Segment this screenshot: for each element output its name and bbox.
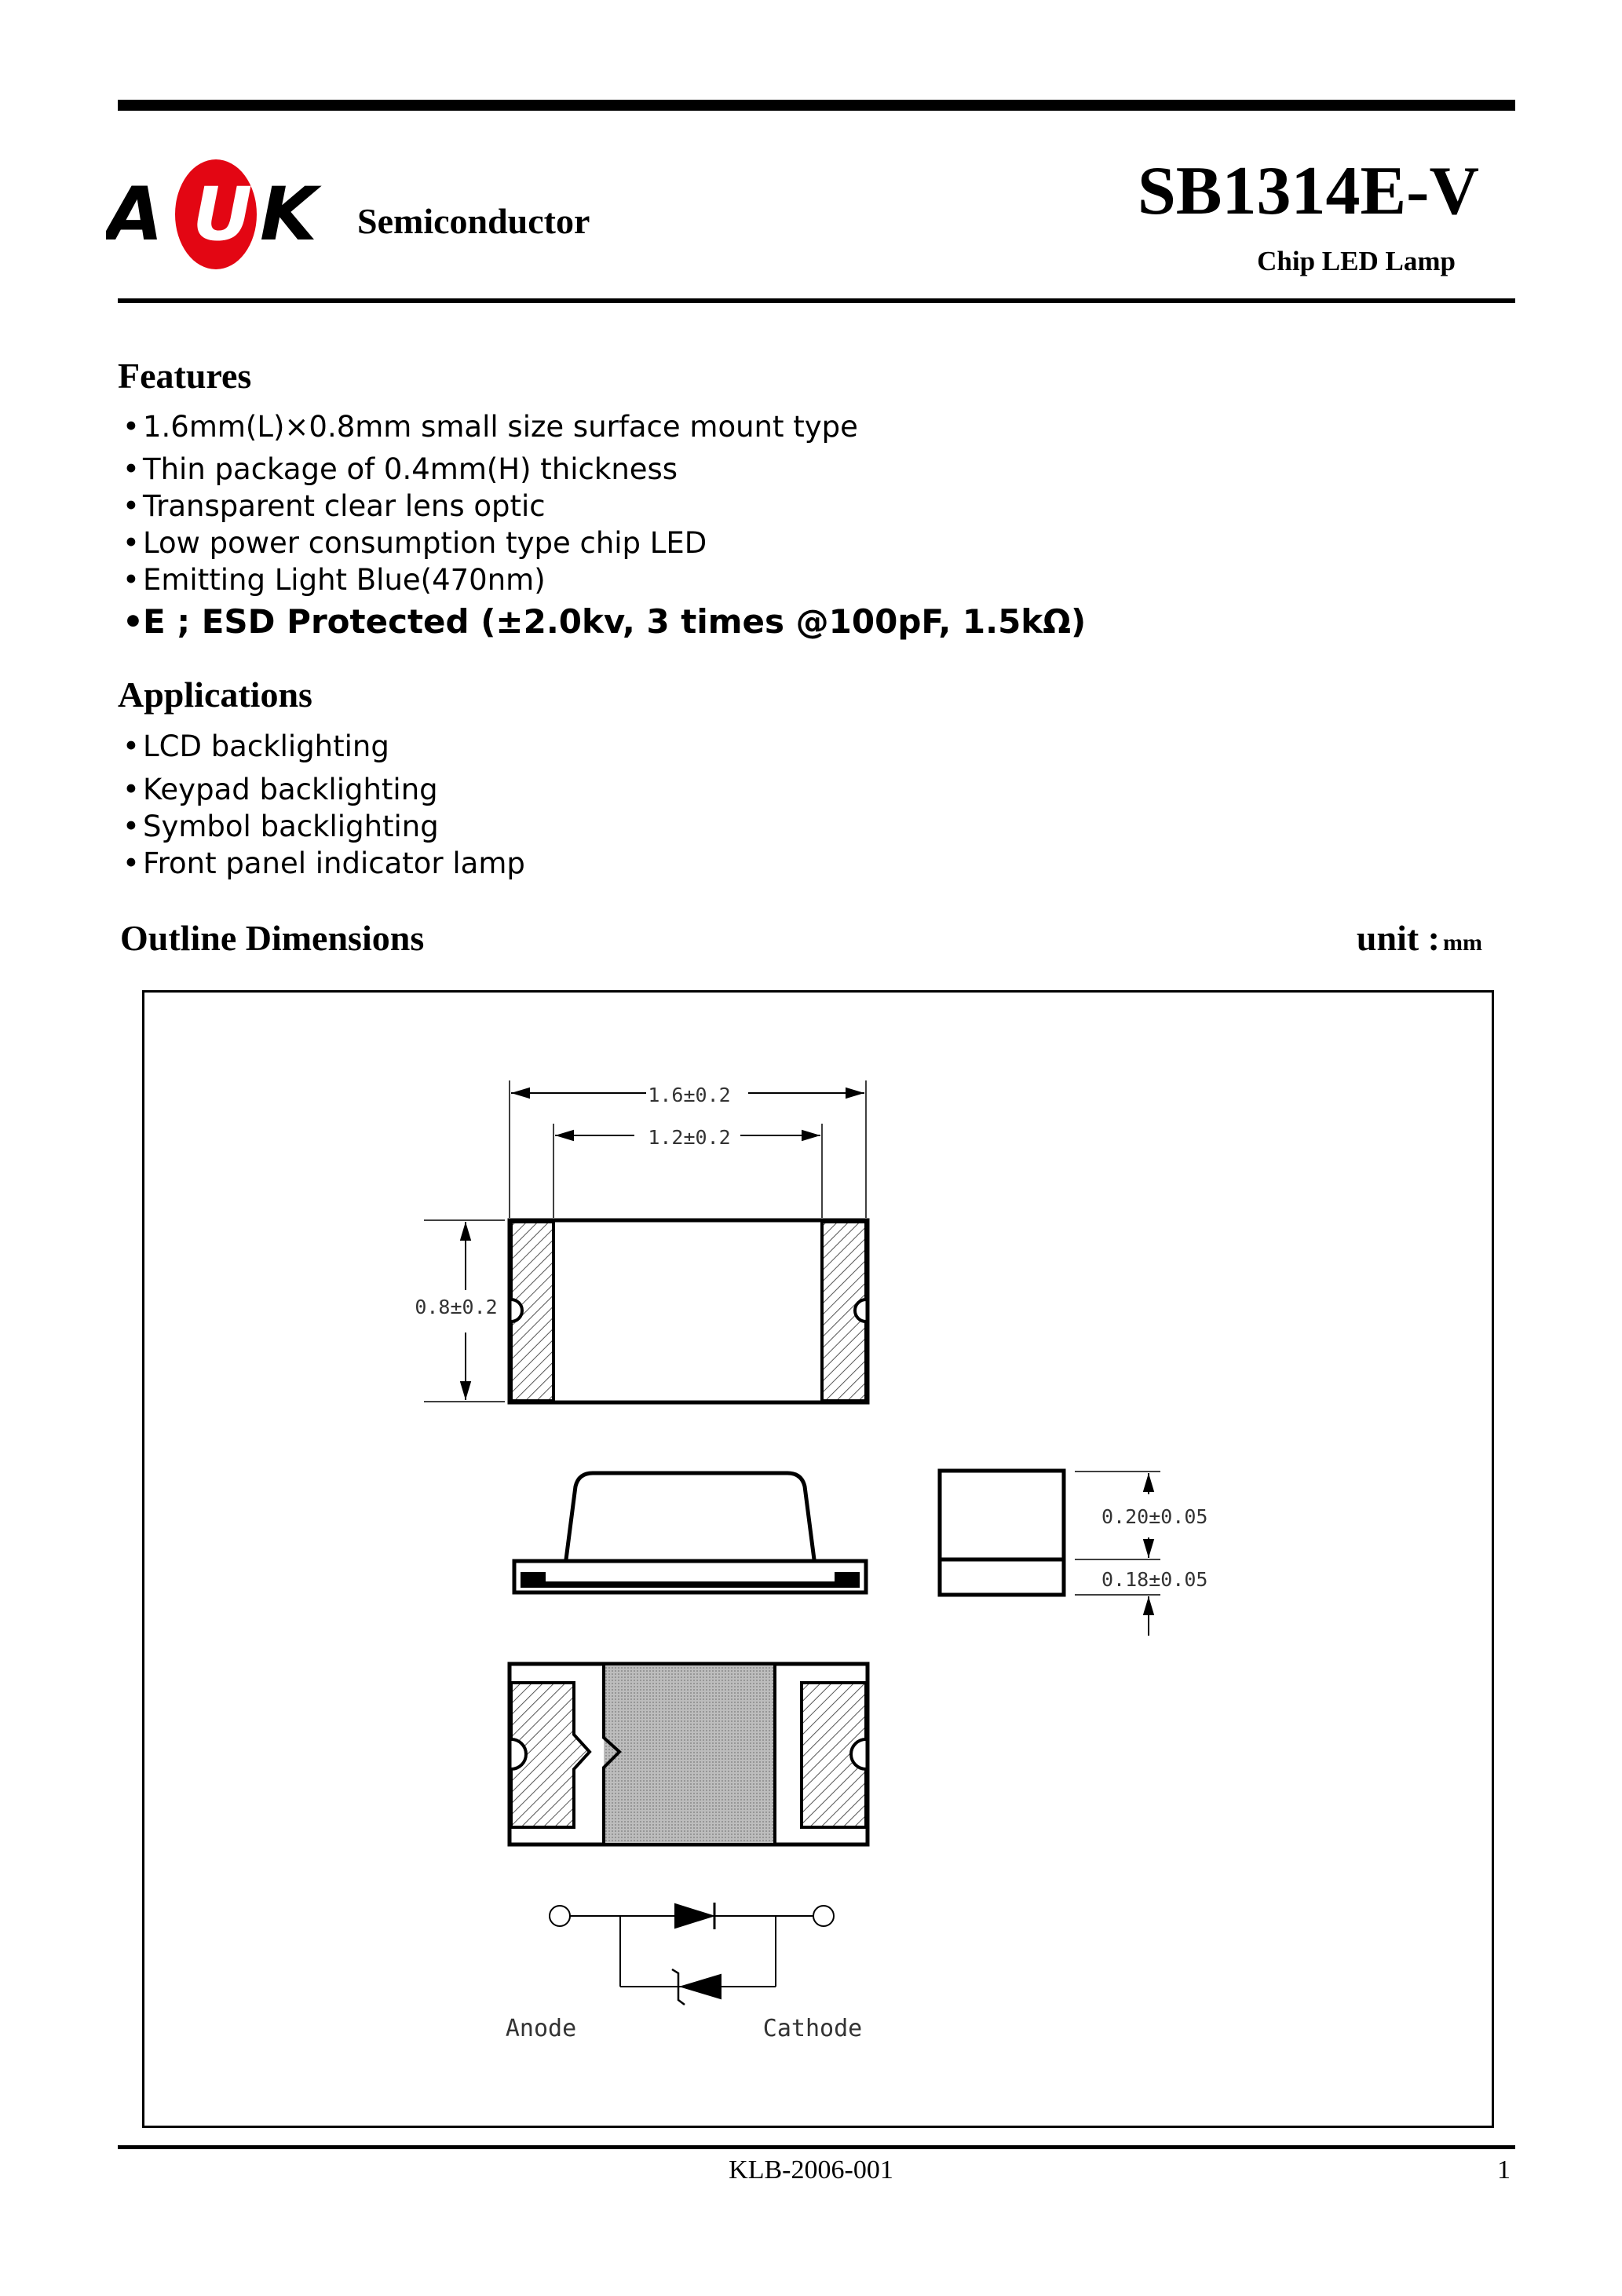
- dim-width: 0.8±0.2: [415, 1296, 497, 1318]
- feature-item: •E ; ESD Protected (±2.0kv, 3 times @100…: [122, 602, 1087, 641]
- application-item: •Front panel indicator lamp: [122, 846, 525, 880]
- application-item: •Keypad backlighting: [122, 773, 438, 806]
- top-view-body: [507, 1218, 870, 1405]
- cathode-label: Cathode: [763, 2015, 862, 2042]
- logo-letter-k: K: [260, 172, 322, 258]
- features-title: Features: [118, 356, 252, 396]
- feature-item: •Transparent clear lens optic: [122, 489, 546, 523]
- application-item: •Symbol backlighting: [122, 810, 439, 843]
- company-name: Semiconductor: [357, 201, 590, 241]
- dim-inner-length: 1.2±0.2: [648, 1126, 730, 1149]
- logo-letter-a: A: [106, 172, 163, 258]
- dim-height-upper: 0.20±0.05: [1101, 1505, 1207, 1528]
- anode-label: Anode: [506, 2015, 576, 2042]
- feature-item: •Low power consumption type chip LED: [122, 526, 707, 560]
- logo-letter-u: U: [192, 172, 252, 258]
- side-view-body: [512, 1471, 868, 1595]
- dim-height-lower: 0.18±0.05: [1101, 1568, 1207, 1591]
- applications-list: •LCD backlighting •Keypad backlighting •…: [118, 727, 525, 882]
- unit-label: unit : mm: [1357, 917, 1482, 959]
- part-number: SB1314E-V: [1137, 153, 1479, 229]
- logo-red-oval: [175, 159, 257, 269]
- feature-item: •1.6mm(L)×0.8mm small size surface mount…: [122, 410, 858, 444]
- top-rule: [118, 100, 1515, 111]
- top-view-dimensions: [424, 1080, 867, 1402]
- outline-diagram: 1.6±0.2 1.2±0.2 0.8±0.2: [415, 1080, 1207, 2042]
- outline-title: Outline Dimensions: [120, 918, 425, 958]
- drawing-frame: 1.6±0.2 1.2±0.2 0.8±0.2: [142, 990, 1494, 2128]
- end-view-body: [937, 1468, 1066, 1597]
- application-item: •LCD backlighting: [122, 729, 389, 763]
- applications-title: Applications: [118, 675, 312, 715]
- auk-logo: A U K: [100, 153, 326, 271]
- logo-graphic: A U K: [100, 159, 322, 269]
- unit-label-text: unit :: [1356, 918, 1441, 958]
- circuit-symbol: [549, 1903, 835, 2005]
- unit-value: mm: [1443, 930, 1482, 956]
- footer-rule: [118, 2145, 1515, 2149]
- header-rule: [118, 298, 1515, 303]
- features-list: •1.6mm(L)×0.8mm small size surface mount…: [118, 408, 1086, 645]
- bottom-view-body: [507, 1662, 870, 1847]
- footer-page-number: 1: [1497, 2155, 1511, 2184]
- dim-length: 1.6±0.2: [648, 1084, 730, 1106]
- feature-item: •Emitting Light Blue(470nm): [122, 563, 546, 597]
- product-type: Chip LED Lamp: [1257, 246, 1456, 276]
- footer-doc-code: KLB-2006-001: [729, 2155, 893, 2184]
- feature-item: •Thin package of 0.4mm(H) thickness: [122, 452, 678, 486]
- end-view-dimensions: [1075, 1471, 1160, 1636]
